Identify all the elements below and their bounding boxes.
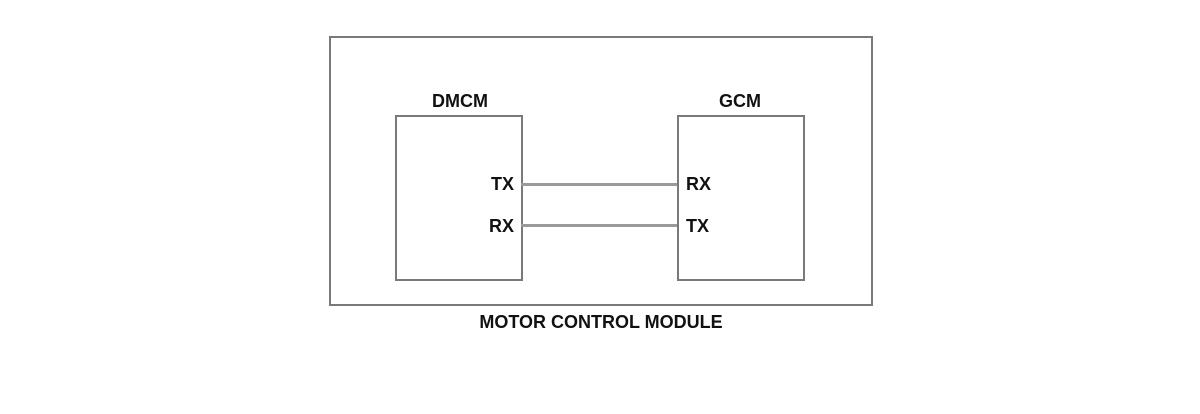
gcm-rx-pin-label: RX	[686, 174, 712, 194]
gcm-title: GCM	[719, 91, 761, 111]
dmcm-tx-pin-label: TX	[490, 174, 514, 194]
wire-dmcm-rx-to-gcm-tx	[521, 224, 677, 227]
gcm-tx-pin-label: TX	[686, 216, 710, 236]
dmcm-rx-pin-label: RX	[488, 216, 514, 236]
dmcm-title: DMCM	[432, 91, 488, 111]
gcm-block	[677, 115, 805, 281]
motor-control-module-box	[329, 36, 873, 306]
motor-control-module-caption: MOTOR CONTROL MODULE	[479, 312, 723, 332]
wire-dmcm-tx-to-gcm-rx	[521, 183, 677, 186]
dmcm-block	[395, 115, 523, 281]
